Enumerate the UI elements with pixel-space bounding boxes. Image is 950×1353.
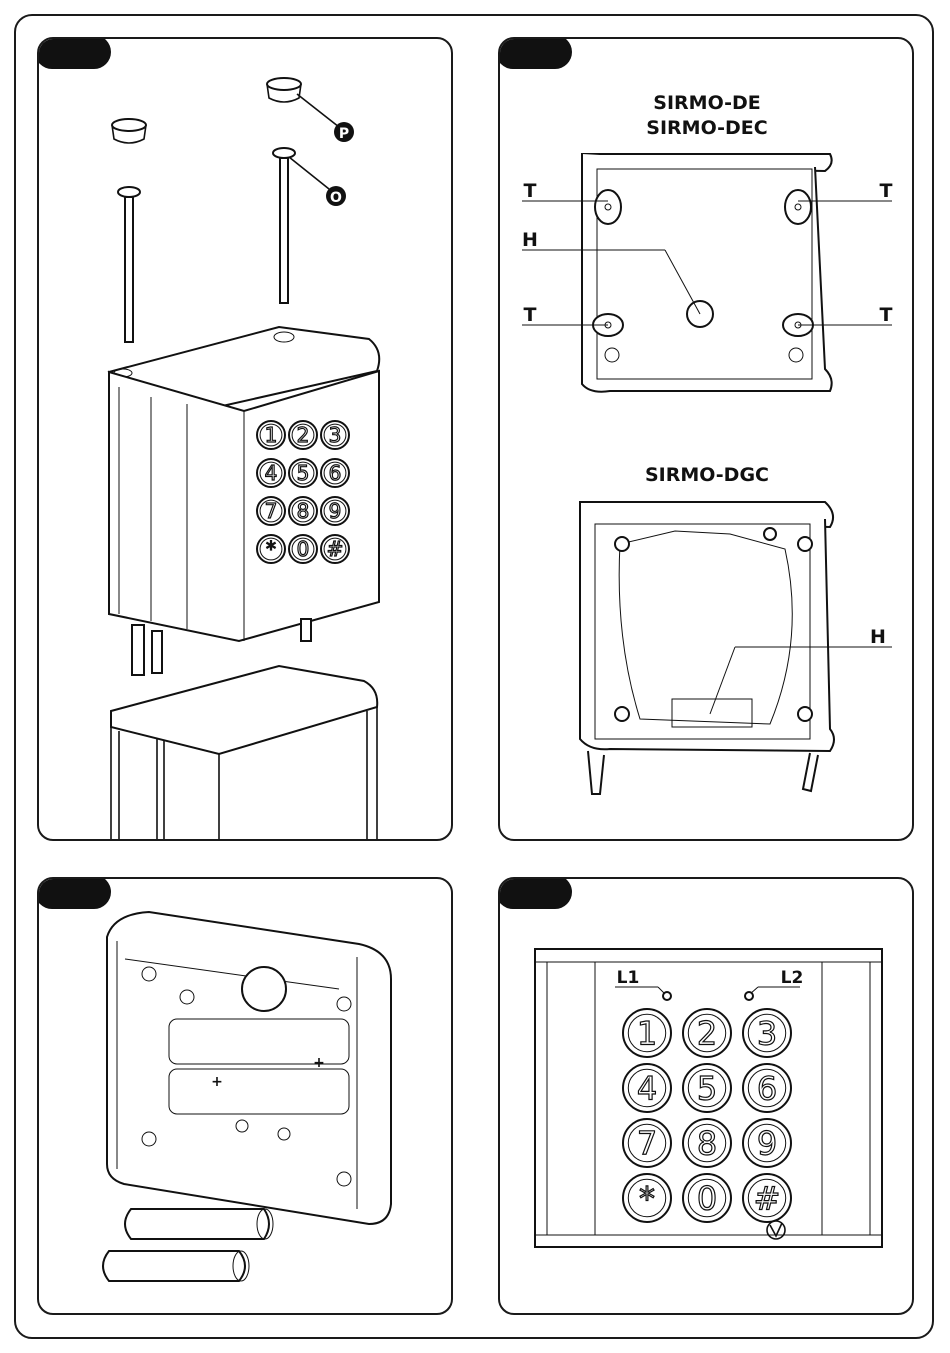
screw-left <box>118 187 140 342</box>
label-t-2: T <box>880 180 893 202</box>
boxes-drawing: SIRMO-DE SIRMO-DEC T T H T T <box>500 39 914 841</box>
battery-2 <box>103 1251 249 1281</box>
key-6-label: 6 <box>757 1070 777 1108</box>
key-*-label: * <box>266 537 276 561</box>
model-title-dec: SIRMO-DEC <box>646 117 767 139</box>
label-t-3: T <box>524 304 537 326</box>
key-7-label: 7 <box>637 1125 657 1163</box>
callout-p: P <box>339 126 349 142</box>
key-9-label: 9 <box>757 1125 777 1163</box>
panel-boxes: SIRMO-DE SIRMO-DEC T T H T T <box>498 37 914 841</box>
box-sirmo-de <box>582 154 832 392</box>
key-6-label: 6 <box>329 461 342 485</box>
batteries-drawing: + + <box>39 879 453 1315</box>
label-t-4: T <box>880 304 893 326</box>
pin-3 <box>301 619 311 641</box>
key-9-label: 9 <box>329 499 342 523</box>
key-2-label: 2 <box>697 1015 717 1053</box>
box-sirmo-dgc <box>580 502 834 794</box>
pin-2 <box>152 631 162 673</box>
key-8-label: 8 <box>697 1125 717 1163</box>
polarity-plus-2: + <box>313 1055 325 1071</box>
pin-1 <box>132 625 144 675</box>
key-5-label: 5 <box>697 1070 717 1108</box>
key-5-label: 5 <box>297 461 310 485</box>
battery-1 <box>125 1209 273 1239</box>
panel-keypad-leds: L1 L2 1 2 3 4 5 6 7 8 9 * 0 # <box>498 877 914 1315</box>
key-3-label: 3 <box>329 423 342 447</box>
led-2 <box>745 992 753 1000</box>
cap-left <box>112 119 146 143</box>
screw-right <box>273 148 295 303</box>
key-#-label: # <box>754 1180 781 1218</box>
led-label-l2: L2 <box>781 968 804 988</box>
model-title-dgc: SIRMO-DGC <box>645 464 769 486</box>
key-8-label: 8 <box>297 499 310 523</box>
panel-batteries: + + <box>37 877 453 1315</box>
key-4-label: 4 <box>637 1070 657 1108</box>
polarity-plus-1: + <box>211 1074 223 1090</box>
callout-o: O <box>330 190 342 206</box>
key-0-label: 0 <box>297 537 310 561</box>
model-title-de: SIRMO-DE <box>653 92 760 114</box>
key-7-label: 7 <box>265 499 278 523</box>
key-*-label: * <box>639 1180 655 1218</box>
post-top <box>111 666 377 754</box>
label-h-2: H <box>870 626 886 648</box>
key-0-label: 0 <box>697 1180 717 1218</box>
battery-housing <box>107 912 391 1224</box>
label-h-1: H <box>522 229 538 251</box>
key-2-label: 2 <box>297 423 310 447</box>
led-label-l1: L1 <box>617 968 640 988</box>
key-1-label: 1 <box>637 1015 657 1053</box>
key-3-label: 3 <box>757 1015 777 1053</box>
key-1-label: 1 <box>265 423 278 447</box>
keypad-leds-drawing: L1 L2 1 2 3 4 5 6 7 8 9 * 0 # <box>500 879 914 1315</box>
led-1 <box>663 992 671 1000</box>
cap-right <box>267 78 301 102</box>
label-t-1: T <box>524 180 537 202</box>
key-#-label: # <box>327 537 344 561</box>
key-4-label: 4 <box>265 461 278 485</box>
